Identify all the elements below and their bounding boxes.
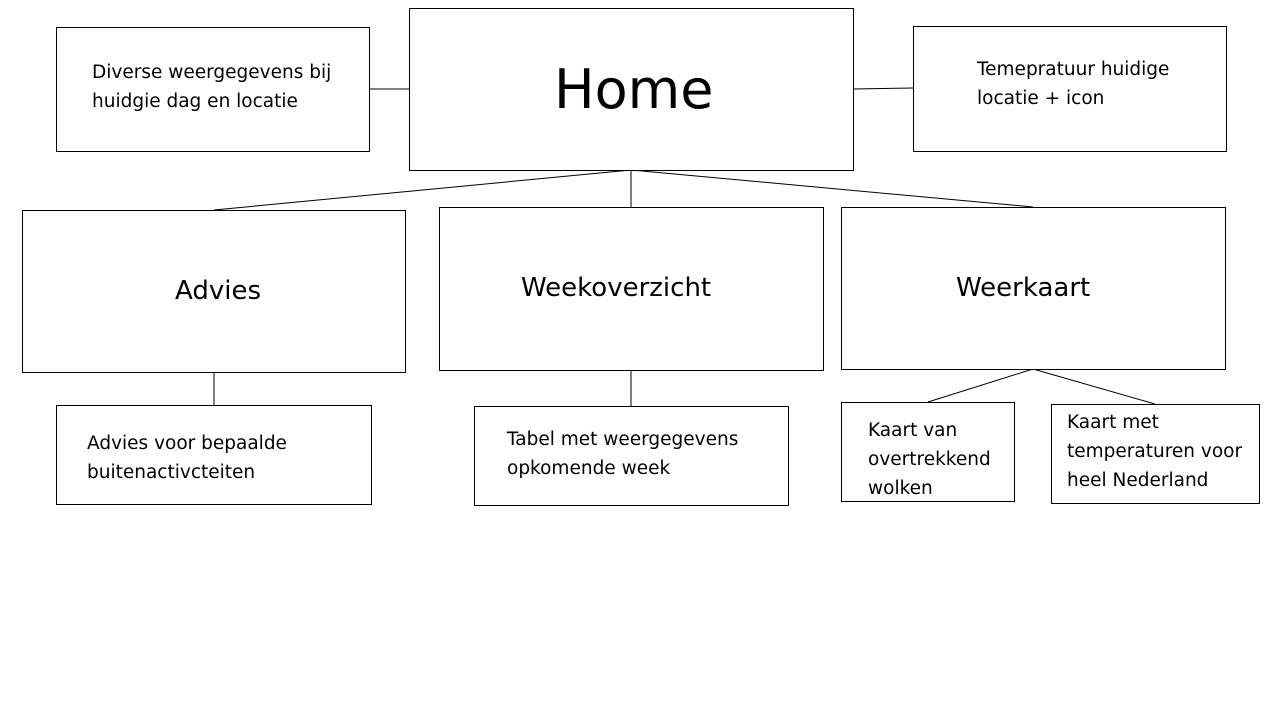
weerkaart-temps-line3: heel Nederland	[1067, 470, 1209, 491]
weekoverzicht-node: Weekoverzicht	[439, 207, 824, 371]
advies-note-line1: Advies voor bepaalde	[87, 433, 287, 454]
weerkaart-node: Weerkaart	[841, 207, 1226, 370]
left-note-line1: Diverse weergegevens bij	[92, 62, 332, 83]
weerkaart-temps-line1: Kaart met	[1067, 412, 1159, 433]
weerkaart-temps-line2: temperaturen voor	[1067, 441, 1243, 462]
weekoverzicht-note-line1: Tabel met weergegevens	[507, 429, 739, 450]
weerkaart-title: Weerkaart	[956, 273, 1091, 303]
weerkaart-temps-node: Kaart met temperaturen voor heel Nederla…	[1051, 404, 1260, 504]
weekoverzicht-note-line2: opkomende week	[507, 458, 671, 479]
connector-home-advies	[213, 169, 632, 211]
weekoverzicht-title: Weekoverzicht	[521, 273, 712, 303]
connector-weerkaart-clouds	[927, 368, 1034, 403]
left-note-line2: huidgie dag en locatie	[92, 91, 298, 112]
weerkaart-clouds-node: Kaart van overtrekkend wolken	[841, 402, 1015, 502]
connector-home-right-note	[852, 87, 915, 90]
connector-home-weerkaart	[630, 169, 1034, 208]
home-node: Home	[409, 8, 854, 171]
right-note-line2: locatie + icon	[977, 88, 1105, 109]
weerkaart-clouds-line3: wolken	[868, 478, 933, 499]
weerkaart-clouds-line1: Kaart van	[868, 420, 958, 441]
weekoverzicht-note-node: Tabel met weergegevens opkomende week	[474, 406, 789, 506]
right-note-node: Temepratuur huidige locatie + icon	[913, 26, 1227, 152]
advies-note-line2: buitenactivcteiten	[87, 462, 256, 483]
connector-weerkaart-temps	[1032, 368, 1156, 405]
advies-node: Advies	[22, 210, 406, 373]
home-title: Home	[554, 58, 714, 121]
advies-title: Advies	[175, 276, 261, 306]
left-note-node: Diverse weergegevens bij huidgie dag en …	[56, 27, 370, 152]
right-note-line1: Temepratuur huidige	[977, 59, 1170, 80]
advies-note-node: Advies voor bepaalde buitenactivcteiten	[56, 405, 372, 505]
weerkaart-clouds-line2: overtrekkend	[868, 449, 991, 470]
